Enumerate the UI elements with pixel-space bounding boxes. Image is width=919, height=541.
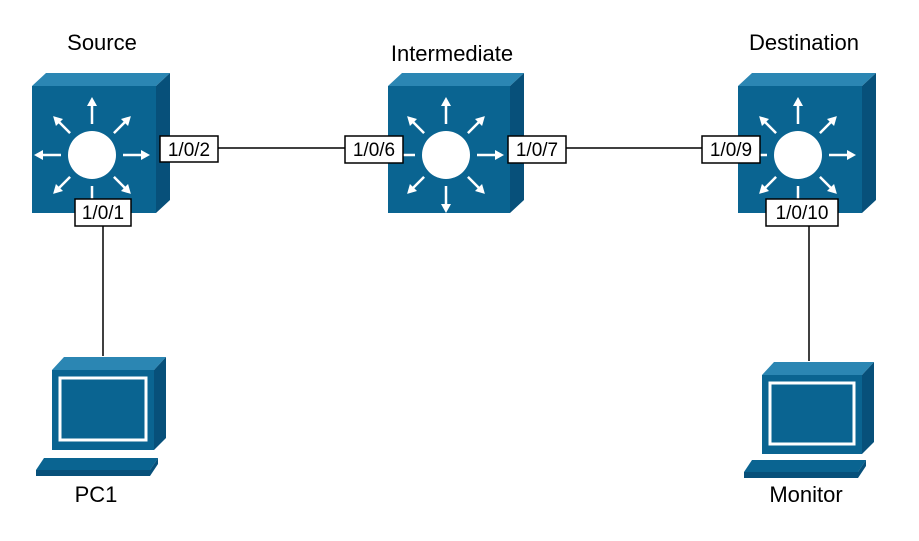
- port-label: 1/0/9: [710, 140, 752, 161]
- port-source-1-0-2: 1/0/2: [159, 135, 219, 163]
- pc1-computer-icon[interactable]: [36, 357, 166, 476]
- port-label: 1/0/2: [168, 140, 210, 161]
- port-label: 1/0/1: [82, 203, 124, 224]
- intermediate-label: Intermediate: [391, 41, 513, 66]
- port-destination-1-0-10: 1/0/10: [765, 198, 839, 227]
- port-label: 1/0/7: [516, 140, 558, 161]
- pc1-label: PC1: [75, 482, 118, 507]
- port-label: 1/0/10: [776, 203, 829, 224]
- source-label: Source: [67, 30, 137, 55]
- source-switch-icon[interactable]: [32, 73, 170, 215]
- destination-switch-icon[interactable]: [738, 73, 876, 215]
- port-destination-1-0-9: 1/0/9: [701, 135, 761, 164]
- port-label: 1/0/6: [353, 140, 395, 161]
- destination-label: Destination: [749, 30, 859, 55]
- intermediate-switch-icon[interactable]: [386, 73, 524, 215]
- port-intermediate-1-0-7: 1/0/7: [507, 135, 567, 164]
- port-intermediate-1-0-6: 1/0/6: [344, 135, 404, 164]
- monitor-label: Monitor: [769, 482, 842, 507]
- port-source-1-0-1: 1/0/1: [74, 198, 132, 227]
- monitor-computer-icon[interactable]: [744, 362, 874, 478]
